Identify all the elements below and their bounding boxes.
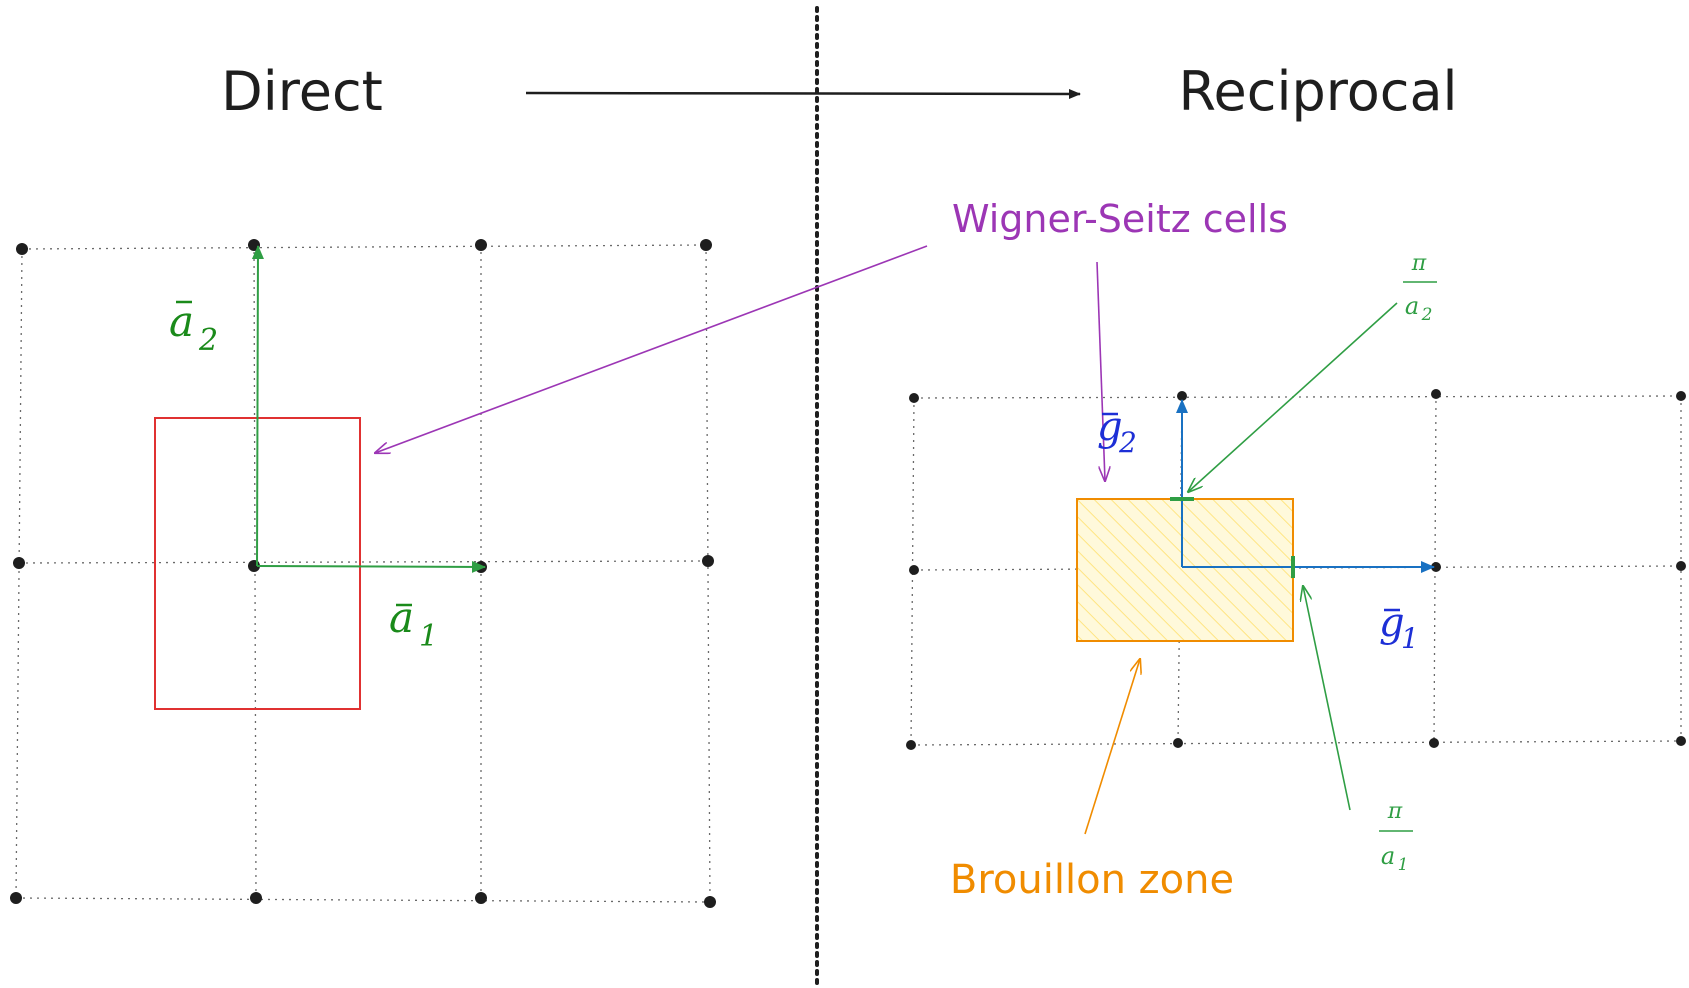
reciprocal-point: [1676, 391, 1686, 401]
wigner-seitz-label: Wigner-Seitz cells: [952, 197, 1288, 241]
g2-label-sub: 2: [1118, 426, 1137, 459]
pi-over-a1-den-sub: 1: [1398, 855, 1409, 875]
g1-label: g 1: [1379, 600, 1419, 655]
lattice-point: [700, 239, 712, 251]
a2-label-sub: 2: [198, 323, 218, 358]
pi-over-a1-numerator: π: [1387, 799, 1403, 824]
wigner-seitz-pointer-direct: [375, 245, 928, 453]
lattice-point: [702, 555, 714, 567]
a1-vector-arrow: [256, 560, 486, 573]
a2-label-base: a: [169, 297, 194, 346]
reciprocal-point: [1676, 736, 1686, 746]
reciprocal-point: [906, 740, 916, 750]
lattice-point: [704, 896, 716, 908]
reciprocal-point: [1429, 738, 1439, 748]
reciprocal-lattice-points: [906, 389, 1686, 750]
a1-label-base: a: [389, 593, 414, 642]
pi-over-a2-den-sub: 2: [1421, 305, 1433, 325]
a2-vector-arrow: [251, 245, 264, 567]
lattice-point: [475, 239, 487, 251]
lattice-point: [16, 243, 28, 255]
a1-label-sub: 1: [419, 619, 438, 654]
brillouin-zone-pointer: [1084, 659, 1140, 835]
direct-title: Direct: [221, 60, 383, 123]
reciprocal-point: [909, 393, 919, 403]
wigner-seitz-pointer-reciprocal: [1096, 261, 1105, 481]
reciprocal-title: Reciprocal: [1178, 60, 1457, 123]
reciprocal-point: [1177, 391, 1187, 401]
reciprocal-point: [1173, 738, 1183, 748]
direct-lattice-grid: [15, 244, 711, 903]
g1-label-base: g: [1379, 600, 1405, 646]
lattice-point: [10, 892, 22, 904]
pi-over-a1-den-base: a: [1381, 842, 1395, 870]
reciprocal-point: [909, 565, 919, 575]
reciprocal-point: [1431, 389, 1441, 399]
lattice-point: [475, 892, 487, 904]
direct-lattice-points: [10, 239, 716, 908]
mapping-arrow: [525, 88, 1081, 99]
reciprocal-lattice-grid: [910, 393, 1682, 746]
lattice-point: [13, 557, 25, 569]
a2-label: a 2: [169, 297, 218, 358]
g1-label-sub: 1: [1401, 622, 1419, 655]
pi-over-a2-den-base: a: [1405, 292, 1419, 320]
pi-over-a1-pointer: [1303, 586, 1351, 811]
lattice-point: [250, 892, 262, 904]
pi-over-a2-label: π a 2: [1403, 251, 1437, 325]
reciprocal-point: [1676, 561, 1686, 571]
a1-label: a 1: [389, 593, 438, 654]
pi-over-a1-label: π a 1: [1379, 799, 1413, 875]
pi-over-a2-numerator: π: [1411, 251, 1427, 276]
g2-label: g 2: [1097, 404, 1137, 459]
pi-over-a2-pointer: [1188, 302, 1398, 492]
g2-label-base: g: [1097, 404, 1123, 450]
brillouin-zone-label: Brouillon zone: [950, 857, 1234, 903]
brillouin-zone: [1076, 498, 1294, 642]
